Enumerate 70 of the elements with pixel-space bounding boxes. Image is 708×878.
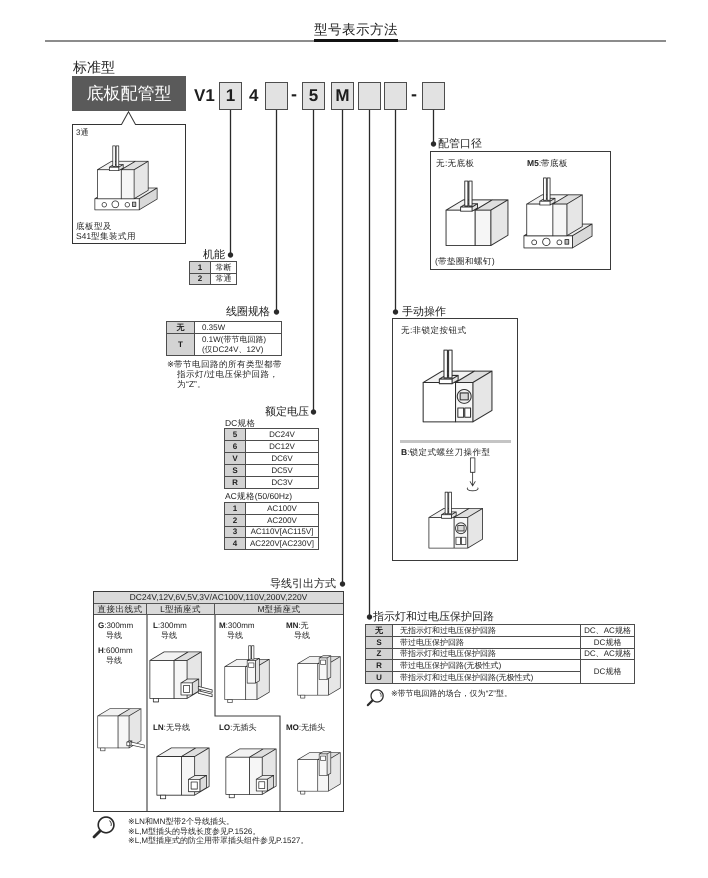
code-box — [422, 82, 445, 110]
option-label: B:锁定式螺丝刀操作型 — [401, 447, 491, 458]
option-label: H:600mm导线 — [98, 646, 134, 666]
section-heading: 额定电压 — [265, 406, 309, 419]
note-text: ※LN和MN型带2个导线插头。 — [128, 817, 234, 827]
code-text: - — [291, 84, 297, 106]
option-label: G:300mm导线 — [98, 621, 134, 640]
option-label: MN:无导线 — [286, 621, 311, 640]
section-heading: 手动操作 — [402, 306, 446, 319]
option-label: M:300mm导线 — [219, 621, 256, 640]
section-heading: 指示灯和过电压保护回路 — [373, 610, 494, 624]
note-text: ※L,M型插座式的防尘用带罩插头组件参见P.1527。 — [128, 836, 308, 846]
section-heading: 导线引出方式 — [270, 578, 336, 591]
note-text: ※带节电回路的所有类型都带指示灯/过电压保护回路，为“Z”。 — [167, 359, 283, 390]
table-cell: 无指示灯和过电压保护回路 — [392, 624, 581, 637]
table-header-cell: L型插座式 — [147, 604, 215, 615]
code-text: 4 — [249, 86, 258, 106]
option-label: LO:无插头 — [219, 723, 256, 733]
table-cell: DC3V — [245, 476, 319, 489]
code-text: V1 — [194, 86, 215, 106]
table-cell: 4 — [224, 537, 246, 550]
leader-line — [340, 110, 346, 587]
section-heading: 线圈规格 — [226, 306, 270, 319]
leader-line — [310, 110, 316, 415]
note-text: ※L,M型插头的导线长度参见P.1526。 — [128, 826, 260, 836]
code-text: - — [411, 84, 417, 106]
table-caption: DC规格 — [225, 418, 256, 428]
leader-line — [430, 110, 436, 147]
table-cell: 带指示灯和过电压保护回路(无极性式) — [392, 671, 581, 684]
code-box — [265, 82, 288, 110]
table-header-cell: M型插座式 — [215, 604, 343, 615]
series-heading: 标准型 — [73, 58, 115, 76]
table-cell: DC24V — [245, 428, 319, 441]
table-cell: 常通 — [210, 272, 237, 285]
table-cell: DC、AC规格 — [580, 624, 635, 637]
leader-line — [228, 110, 234, 258]
leader-line — [366, 110, 372, 620]
table-caption: AC规格(50/60Hz) — [225, 491, 292, 502]
table-cell: AC100V — [245, 502, 319, 515]
code-box — [358, 82, 381, 110]
type-label-box: 底板配管型 — [72, 76, 186, 111]
option-label: MO:无插头 — [286, 723, 326, 733]
option-label: (带垫圈和螺钉) — [435, 256, 495, 266]
table-cell: 0.1W(带节电回路) (仅DC24V、12V) — [194, 333, 282, 356]
code-box — [384, 82, 407, 110]
section-heading: 机能 — [203, 248, 225, 262]
code-box: 1 — [219, 82, 242, 110]
option-label: 无:非锁定按钮式 — [401, 325, 466, 336]
table-header-cell: DC24V,12V,6V,5V,3V/AC100V,110V,200V,220V — [94, 592, 343, 604]
caption-text: 底板型及 S41型集装式用 — [76, 222, 138, 242]
option-label: M5:带底板 — [527, 158, 568, 168]
table-cell: R — [224, 476, 246, 489]
caption-text: 3通 — [76, 128, 88, 138]
code-box: M — [331, 82, 354, 110]
option-label: L:300mm导线 — [153, 621, 188, 640]
table-cell: DC规格 — [580, 659, 635, 684]
table-cell: AC220V[AC230V] — [245, 537, 319, 550]
table-cell: 0.35W — [194, 321, 282, 334]
leader-line — [392, 110, 398, 315]
table-header-cell: 直接出线式 — [94, 604, 147, 615]
table-cell: 常断 — [210, 261, 237, 274]
option-label: LN:无导线 — [153, 723, 190, 733]
option-label: 无:无底板 — [436, 158, 474, 168]
table-cell: U — [365, 671, 393, 684]
page-title: 型号表示方法 — [314, 22, 398, 38]
note-text: ※带节电回路的场合，仅为“Z”型。 — [391, 689, 512, 699]
section-heading: 配管口径 — [438, 138, 482, 151]
table-cell: T — [166, 333, 195, 356]
code-box: 5 — [302, 82, 325, 110]
leader-line — [274, 110, 280, 315]
